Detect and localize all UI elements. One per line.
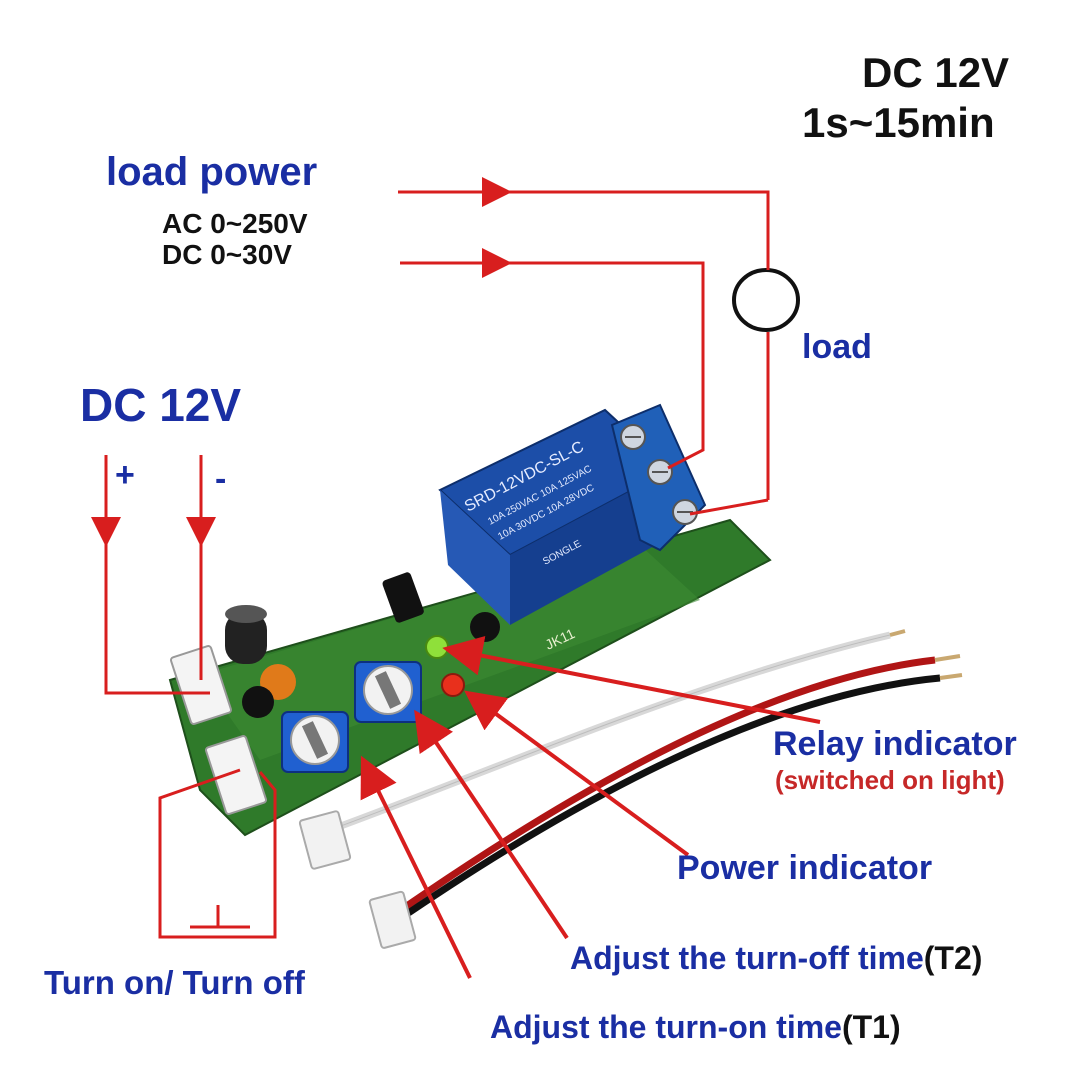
switch-wires	[158, 768, 277, 939]
spec-voltage-label: DC 12V	[862, 49, 1010, 96]
t1-callout-text: Adjust the turn-on time	[490, 1009, 842, 1045]
power-indicator-pointer	[464, 690, 690, 857]
power-connector	[169, 645, 233, 725]
relay-indicator-label: Relay indicator	[773, 725, 1017, 763]
t2-pointer	[414, 709, 569, 940]
switch-label: Turn on/ Turn off	[44, 964, 305, 1001]
load-power-title: load power	[106, 150, 318, 194]
t2-callout: Adjust the turn-off time(T2)	[570, 942, 982, 974]
load-power-dc: DC 0~30V	[162, 239, 292, 270]
load-label: load	[802, 328, 872, 366]
load-power-wires	[398, 177, 770, 516]
transistor-2	[470, 612, 500, 642]
potentiometer-t2	[354, 661, 422, 723]
callout-pointers	[360, 635, 821, 979]
loose-wires	[298, 629, 963, 949]
jumper-header	[382, 572, 424, 623]
t1-callout: Adjust the turn-on time(T1)	[490, 1011, 901, 1043]
spec-range-label: 1s~15min	[802, 99, 995, 146]
t2-callout-text: Adjust the turn-off time	[570, 940, 924, 976]
screw-terminal	[610, 403, 707, 552]
dc-supply-wires	[91, 455, 216, 695]
t1-pointer	[360, 755, 472, 979]
dc-supply-title: DC 12V	[80, 379, 242, 431]
transistor	[242, 686, 274, 718]
t1-callout-code: (T1)	[841, 1009, 901, 1045]
relay-indicator-pointer	[442, 635, 821, 724]
t2-callout-code: (T2)	[923, 940, 983, 976]
plus-terminal-label: +	[115, 456, 135, 494]
power-indicator-label: Power indicator	[677, 849, 933, 887]
potentiometer-t1	[281, 711, 349, 773]
power-led-red	[441, 673, 465, 697]
relay-led-green	[425, 635, 449, 659]
relay-indicator-note: (switched on light)	[775, 765, 1005, 795]
switch-connector	[204, 735, 268, 815]
load-symbol	[732, 268, 800, 332]
load-power-ac: AC 0~250V	[162, 208, 308, 239]
minus-terminal-label: -	[215, 460, 227, 498]
capacitor	[225, 605, 267, 664]
